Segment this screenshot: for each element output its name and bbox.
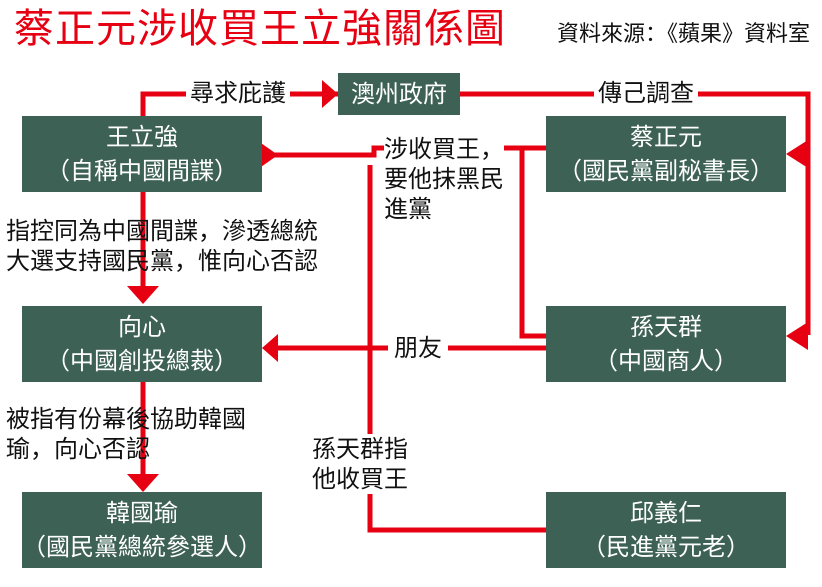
node-sun: 孫天群 （中國商人） xyxy=(546,306,786,382)
arrowhead-sun xyxy=(786,322,808,350)
node-sun-role: （中國商人） xyxy=(594,347,738,375)
label-bribe-line2: 要他抹黑民 xyxy=(384,165,504,193)
node-wang-name: 王立強 xyxy=(106,123,178,151)
arrowhead-xiang xyxy=(127,286,159,304)
label-friend: 朋友 xyxy=(388,333,448,363)
node-wang: 王立強 （自稱中國間諜） xyxy=(22,116,262,192)
label-accuse-line2: 大選支持國民黨，惟向心否認 xyxy=(6,247,318,275)
edge-bribe xyxy=(519,145,546,339)
page-title: 蔡正元涉收買王立強關係圖 xyxy=(14,6,506,52)
node-tsai: 蔡正元 （國民黨副秘書長） xyxy=(546,116,786,192)
node-xiang-name: 向心 xyxy=(118,313,166,341)
label-accuse-line1: 指控同為中國間諜，滲透總統 xyxy=(6,217,318,245)
arrowhead-han xyxy=(127,474,159,492)
node-macau-name: 澳州政府 xyxy=(351,80,447,108)
edge-summon xyxy=(460,91,811,335)
node-chiu-role: （民進黨元老） xyxy=(582,533,750,561)
source-note: 資料來源：《蘋果》資料室 xyxy=(556,22,810,47)
label-sun-line1: 孫天群指 xyxy=(312,434,408,464)
node-xiang: 向心 （中國創投總裁） xyxy=(22,306,262,382)
arrowhead-xiang-friend xyxy=(262,334,278,362)
label-assist-line2: 瑜，向心否認 xyxy=(6,435,150,463)
label-seek-protection: 尋求庇護 xyxy=(186,78,290,108)
node-xiang-role: （中國創投總裁） xyxy=(46,347,238,375)
node-han: 韓國瑜 （國民黨總統參選人） xyxy=(22,492,262,568)
arrowhead-macau xyxy=(322,80,338,108)
node-chiu-name: 邱義仁 xyxy=(630,499,702,527)
edge-sun-claim xyxy=(367,165,546,533)
node-tsai-role: （國民黨副秘書長） xyxy=(558,157,774,185)
label-bribe-line1: 涉收買王， xyxy=(384,134,504,164)
node-han-role: （國民黨總統參選人） xyxy=(22,533,262,561)
node-macau: 澳州政府 xyxy=(338,73,460,115)
label-summon: 傳己調查 xyxy=(594,78,698,108)
node-tsai-name: 蔡正元 xyxy=(630,123,702,151)
node-sun-name: 孫天群 xyxy=(630,313,702,341)
arrowhead-wang xyxy=(258,141,278,169)
arrowhead-tsai xyxy=(786,140,808,168)
node-han-name: 韓國瑜 xyxy=(106,499,178,527)
node-chiu: 邱義仁 （民進黨元老） xyxy=(546,492,786,568)
label-assist-line1: 被指有份幕後協助韓國 xyxy=(6,405,246,433)
label-sun-line2: 他收買王 xyxy=(312,464,408,494)
node-wang-role: （自稱中國間諜） xyxy=(46,157,238,185)
label-bribe-line3: 進黨 xyxy=(384,195,432,223)
